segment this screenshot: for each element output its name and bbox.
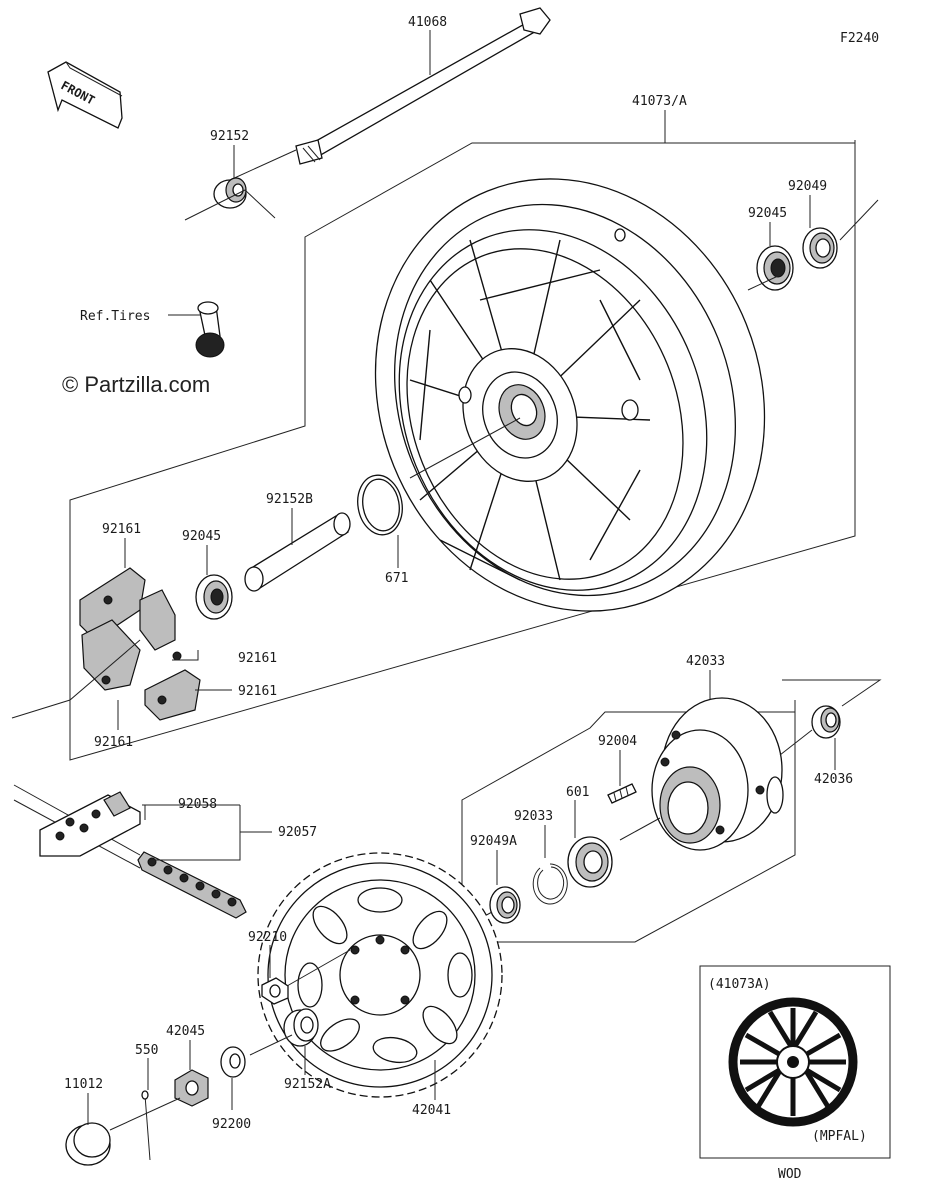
seal-92049a (489, 886, 521, 924)
ref-tires-label: Ref.Tires (80, 309, 150, 324)
bearing-601 (567, 836, 613, 888)
part-label-92049[interactable]: 92049 (788, 179, 827, 194)
inset-wheel-icon (728, 997, 858, 1127)
part-label-92058[interactable]: 92058 (178, 797, 217, 812)
inset-top-label: (41073A) (708, 977, 771, 992)
part-label-41068[interactable]: 41068 (408, 15, 447, 30)
part-label-41073a[interactable]: 41073/A (632, 94, 687, 109)
part-label-92210[interactable]: 92210 (248, 930, 287, 945)
inset-bottom-label: (MPFAL) (812, 1129, 867, 1144)
bearing-92045-left (195, 574, 233, 620)
stud-92004 (607, 783, 637, 804)
part-label-92057[interactable]: 92057 (278, 825, 317, 840)
part-label-92161-d[interactable]: 92161 (94, 735, 133, 750)
circlip-92033 (532, 863, 568, 905)
hub-42033 (651, 697, 784, 851)
inset-caption: WOD (778, 1167, 802, 1182)
front-arrow-icon: FRONT (47, 61, 123, 129)
watermark: © Partzilla.com (62, 372, 210, 397)
collar-42036 (811, 705, 841, 739)
seal-92049 (802, 227, 838, 269)
cap-11012 (65, 1122, 111, 1166)
part-label-601[interactable]: 601 (566, 785, 589, 800)
oring-671 (357, 474, 403, 536)
part-label-42045[interactable]: 42045 (166, 1024, 205, 1039)
tire-valve (195, 301, 225, 358)
part-label-11012[interactable]: 11012 (64, 1077, 103, 1092)
figure-code: F2240 (840, 31, 879, 46)
rear-wheel (374, 178, 766, 612)
bearing-92045-top (756, 245, 794, 291)
part-labels: 41068 41073/A 92152 92049 92045 92152B 9… (64, 15, 853, 1132)
part-label-92161-a[interactable]: 92161 (102, 522, 141, 537)
part-label-92033[interactable]: 92033 (514, 809, 553, 824)
part-label-550[interactable]: 550 (135, 1043, 158, 1058)
cotter-pin-550 (141, 1090, 151, 1161)
part-label-92045-left[interactable]: 92045 (182, 529, 221, 544)
axle (295, 7, 551, 165)
part-label-92200[interactable]: 92200 (212, 1117, 251, 1132)
frame-41073a (69, 140, 856, 761)
chain-92057 (13, 784, 247, 919)
castle-nut-42045 (174, 1069, 209, 1107)
damper-92161-group (79, 567, 201, 721)
inset-box (699, 965, 891, 1159)
part-label-92049a[interactable]: 92049A (470, 834, 517, 849)
part-label-92004[interactable]: 92004 (598, 734, 637, 749)
collar-92152b (244, 512, 351, 592)
nut-92210 (261, 977, 289, 1005)
part-label-92152b[interactable]: 92152B (266, 492, 313, 507)
sprocket-42041 (257, 852, 503, 1098)
part-label-671[interactable]: 671 (385, 571, 408, 586)
frame-42033 (461, 700, 796, 943)
part-label-42041[interactable]: 42041 (412, 1103, 451, 1118)
part-label-92161-c[interactable]: 92161 (238, 684, 277, 699)
part-label-92045-top[interactable]: 92045 (748, 206, 787, 221)
part-label-42033[interactable]: 42033 (686, 654, 725, 669)
collar-92152a (283, 1008, 319, 1047)
part-label-42036[interactable]: 42036 (814, 772, 853, 787)
part-label-92152[interactable]: 92152 (210, 129, 249, 144)
part-label-92161-b[interactable]: 92161 (238, 651, 277, 666)
part-label-92152a[interactable]: 92152A (284, 1077, 331, 1092)
washer-92200 (220, 1046, 246, 1078)
